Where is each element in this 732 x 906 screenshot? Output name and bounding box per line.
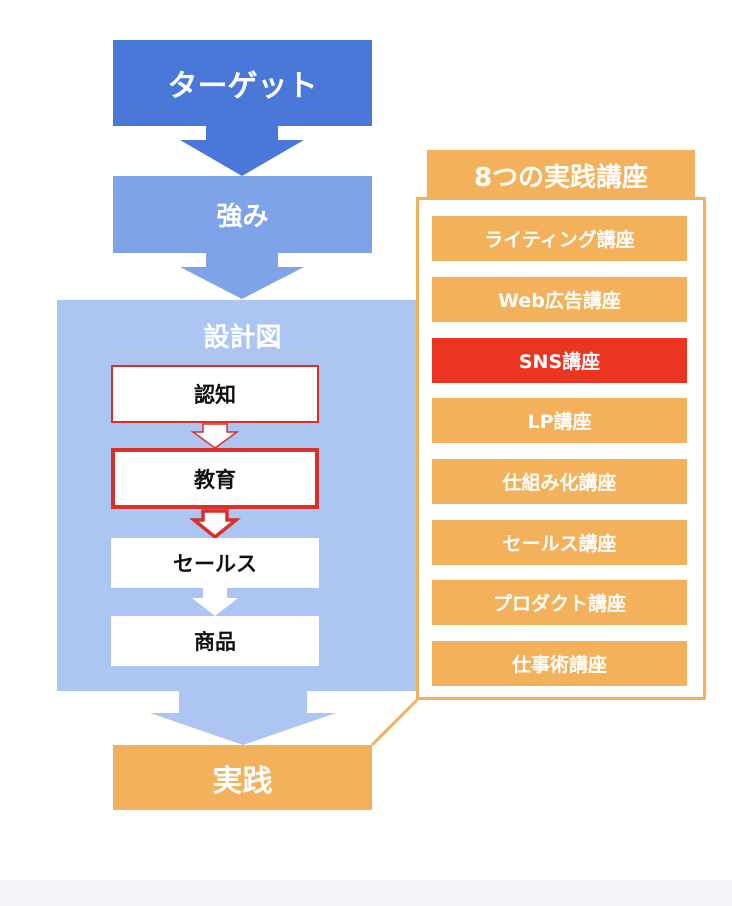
course-item-label: LP講座 [527,411,592,433]
step-awareness-label: 認知 [194,383,236,407]
bottom-strip [0,880,732,906]
courses-title-box: 8つの実践講座 [427,150,695,200]
course-item-product: プロダクト講座 [432,580,687,625]
practice-box: 実践 [113,745,372,810]
course-item-label: セールス講座 [502,533,617,555]
down-arrow-1 [180,126,304,176]
step-education-label: 教育 [194,467,236,492]
design-title: 設計図 [57,312,428,358]
target-box: ターゲット [113,40,372,126]
course-item-web-ads: Web広告講座 [432,277,687,322]
course-item-sns: SNS講座 [432,338,687,383]
course-item-label: 仕組み化講座 [502,472,617,494]
target-label: ターゲット [167,69,318,104]
course-item-lp: LP講座 [432,398,687,443]
step-arrow-outline-2 [189,509,241,540]
practice-label: 実践 [212,763,273,799]
strength-box: 強み [113,176,372,253]
course-item-label: Web広告講座 [498,290,621,312]
course-item-sales: セールス講座 [432,520,687,565]
courses-title-label: 8つの実践講座 [473,162,649,193]
step-education: 教育 [111,448,319,509]
course-item-systemization: 仕組み化講座 [432,459,687,504]
step-arrow-white [192,588,238,616]
down-arrow-3 [150,691,336,745]
down-arrow-2 [180,253,304,299]
course-item-label: ライティング講座 [484,229,635,251]
step-arrow-outline-1 [190,423,240,449]
step-product-label: 商品 [194,630,236,654]
course-item-label: SNS講座 [518,351,601,373]
step-sales-label: セールス [173,552,257,576]
design-title-label: 設計図 [203,322,282,353]
step-awareness: 認知 [111,365,319,423]
course-item-work-skills: 仕事術講座 [432,641,687,686]
course-item-writing: ライティング講座 [432,216,687,261]
strength-label: 強み [216,202,269,232]
step-product: 商品 [111,616,319,666]
course-item-label: プロダクト講座 [492,593,626,615]
step-sales: セールス [111,538,319,588]
course-item-label: 仕事術講座 [511,654,607,676]
